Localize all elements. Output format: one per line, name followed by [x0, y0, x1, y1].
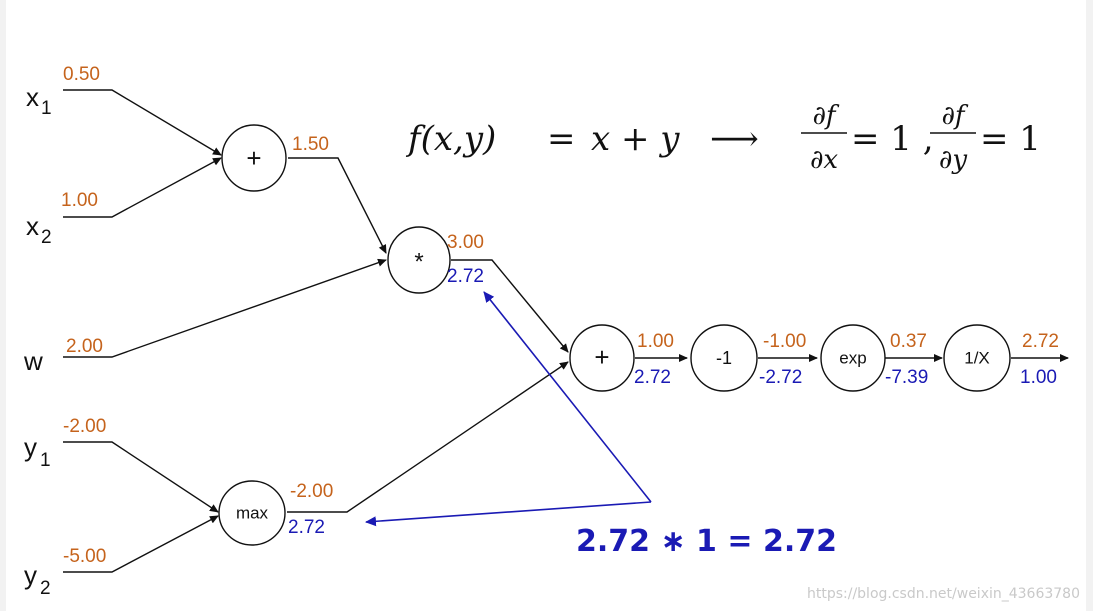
computational-graph-canvas: x 1 x 2 w y 1 y 2 0.50 1.00 2.00 -2.00 -… — [6, 0, 1086, 611]
formula-equals: = — [547, 119, 576, 159]
svg-text:1/X: 1/X — [964, 349, 990, 368]
svg-text:2: 2 — [40, 578, 51, 599]
svg-text:-1: -1 — [716, 348, 732, 368]
recip-gradient-value: 1.00 — [1020, 367, 1057, 388]
w-value: 2.00 — [66, 336, 103, 357]
wire-y1-to-max — [63, 441, 219, 513]
add2-gradient-value: 2.72 — [634, 367, 671, 388]
node-add-1: + — [221, 124, 287, 192]
node-multiply: * — [387, 226, 451, 294]
input-label-x2: x 2 — [26, 211, 52, 248]
add2-forward-value: 1.00 — [637, 331, 674, 352]
partial-y-numerator: ∂f — [941, 101, 968, 131]
formula-rhs: x + y — [591, 119, 680, 159]
svg-text:exp: exp — [839, 349, 866, 368]
mul-gradient-value: 2.72 — [447, 266, 484, 287]
node-reciprocal: 1/X — [943, 324, 1011, 392]
max-forward-value: -2.00 — [290, 481, 333, 502]
neg-forward-value: -1.00 — [763, 331, 806, 352]
add1-forward-value: 1.50 — [292, 134, 329, 155]
svg-text:+: + — [246, 143, 261, 173]
recip-forward-value: 2.72 — [1022, 331, 1059, 352]
backprop-equation: 2.72 ∗ 1 = 2.72 — [576, 524, 837, 559]
wire-max-to-add2 — [287, 361, 569, 513]
backprop-arrow-to-mul — [483, 291, 652, 503]
partial-y-value: = 1 — [980, 119, 1041, 159]
wire-x1-to-add — [63, 89, 222, 156]
neg-gradient-value: -2.72 — [759, 367, 802, 388]
exp-forward-value: 0.37 — [890, 331, 927, 352]
wire-add-to-mul — [288, 157, 387, 254]
svg-text:1: 1 — [40, 450, 51, 471]
node-max: max — [218, 480, 286, 546]
formula-lhs: f(x,y) — [405, 119, 496, 159]
partial-x-value: = 1 , — [851, 119, 934, 159]
input-label-y1: y 1 — [24, 432, 51, 471]
node-exp: exp — [820, 324, 886, 392]
partial-x-denominator: ∂x — [810, 145, 838, 175]
svg-text:max: max — [236, 504, 269, 523]
x1-value: 0.50 — [63, 64, 100, 85]
watermark: https://blog.csdn.net/weixin_43663780 — [807, 586, 1080, 602]
wire-y2-to-max — [63, 515, 219, 573]
max-gradient-value: 2.72 — [288, 517, 325, 538]
partial-x-numerator: ∂f — [812, 101, 839, 131]
svg-text:*: * — [414, 249, 423, 276]
formula-arrow: ⟶ — [710, 119, 759, 159]
svg-text:y: y — [24, 432, 37, 462]
x2-value: 1.00 — [61, 190, 98, 211]
formula: f(x,y) = x + y ⟶ ∂f ∂x = 1 , ∂f ∂y = 1 — [405, 101, 1041, 175]
wire-mul-to-add2 — [451, 259, 569, 353]
svg-text:y: y — [24, 560, 37, 590]
input-label-w: w — [23, 346, 43, 376]
backprop-arrow-to-max — [365, 501, 652, 527]
y1-value: -2.00 — [63, 416, 106, 437]
mul-forward-value: 3.00 — [447, 232, 484, 253]
wire-w-to-mul — [63, 258, 387, 358]
y2-value: -5.00 — [63, 546, 106, 567]
input-label-x1: x 1 — [26, 82, 52, 119]
node-negate: -1 — [690, 324, 758, 392]
computational-graph: x 1 x 2 w y 1 y 2 0.50 1.00 2.00 -2.00 -… — [23, 64, 1080, 602]
svg-text:x: x — [26, 211, 39, 241]
svg-text:x: x — [26, 82, 39, 112]
exp-gradient-value: -7.39 — [885, 367, 928, 388]
svg-text:+: + — [594, 342, 609, 372]
input-label-y2: y 2 — [24, 560, 51, 599]
svg-text:2: 2 — [41, 227, 52, 248]
svg-text:1: 1 — [41, 98, 52, 119]
node-add-2: + — [569, 324, 635, 392]
partial-y-denominator: ∂y — [939, 145, 967, 175]
wire-x2-to-add — [63, 157, 222, 218]
